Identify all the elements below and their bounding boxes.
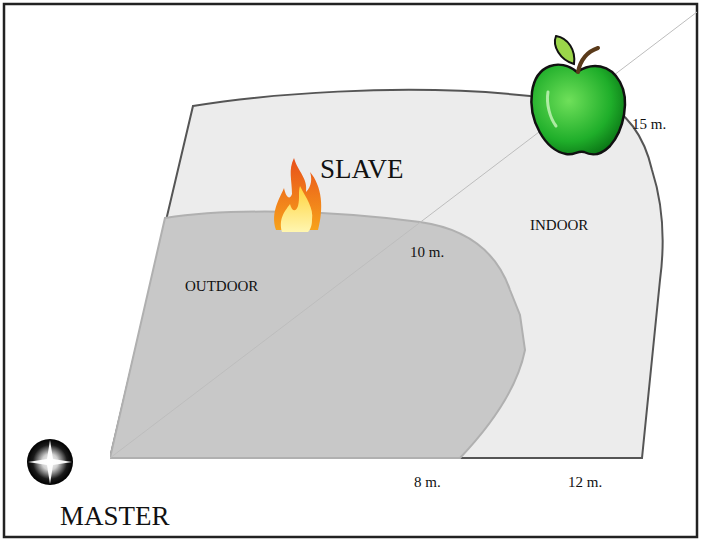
apple-icon xyxy=(531,36,625,154)
fire-icon xyxy=(274,158,321,232)
device-label: MASTER xyxy=(60,503,170,530)
master-star xyxy=(27,439,73,485)
region-label: INDOOR xyxy=(530,218,588,233)
distance-label: 10 m. xyxy=(410,245,444,260)
distance-label: 12 m. xyxy=(568,475,602,490)
device-label: SLAVE xyxy=(320,156,404,183)
distance-label: 8 m. xyxy=(414,475,441,490)
region-label: OUTDOOR xyxy=(185,279,258,294)
distance-label: 15 m. xyxy=(632,117,666,132)
outdoor-region: OUTDOOR xyxy=(110,205,530,461)
diagonal-line xyxy=(110,12,697,458)
outdoor-region-outline xyxy=(110,205,530,461)
